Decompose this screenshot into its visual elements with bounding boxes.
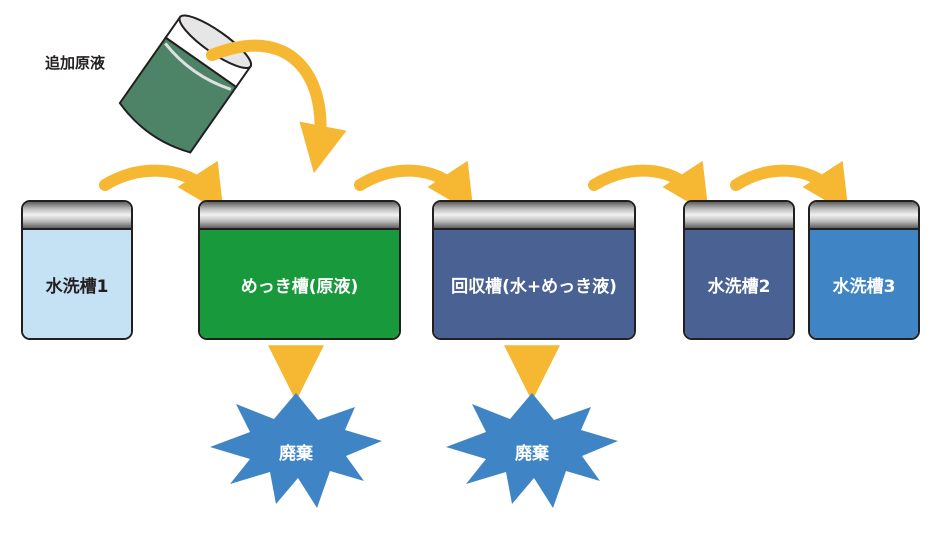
tank-body [685,230,793,338]
waste-burst-icon [446,393,618,508]
rinse-tank-3: 水洗槽3 [808,200,920,340]
beaker-icon [118,14,253,154]
arrow-recovery-to-rinse2 [588,160,709,215]
additive-solution-label: 追加原液 [45,54,106,72]
arrow-additive-to-plating [206,39,347,174]
rinse-tank-1: 水洗槽1 [21,200,133,340]
recovery-tank: 回収槽(水+めっき液) [432,200,636,340]
tank-label: 水洗槽3 [832,276,896,297]
tank-body [810,230,918,338]
tank-label: 回収槽(水+めっき液) [451,276,617,297]
waste-label: 廃棄 [279,444,313,464]
arrow-plating-to-recovery [354,160,474,215]
waste-label: 廃棄 [515,444,549,464]
tank-lid [810,202,918,230]
tank-lid [685,202,793,230]
tank-label: 水洗槽2 [707,276,771,297]
waste-burst-icon [210,393,382,508]
arrow-rinse1-to-plating [99,160,224,215]
tank-lid [434,202,634,230]
rinse-tank-2: 水洗槽2 [683,200,795,340]
arrow-rinse2-to-rinse3 [730,160,849,215]
tank-body [434,230,634,338]
tank-body [200,230,399,338]
tank-label: 水洗槽1 [45,276,109,297]
tank-body [23,230,131,338]
tank-label: めっき槽(原液) [240,276,359,297]
plating-tank: めっき槽(原液) [198,200,401,340]
tank-lid [200,202,399,230]
tank-lid [23,202,131,230]
